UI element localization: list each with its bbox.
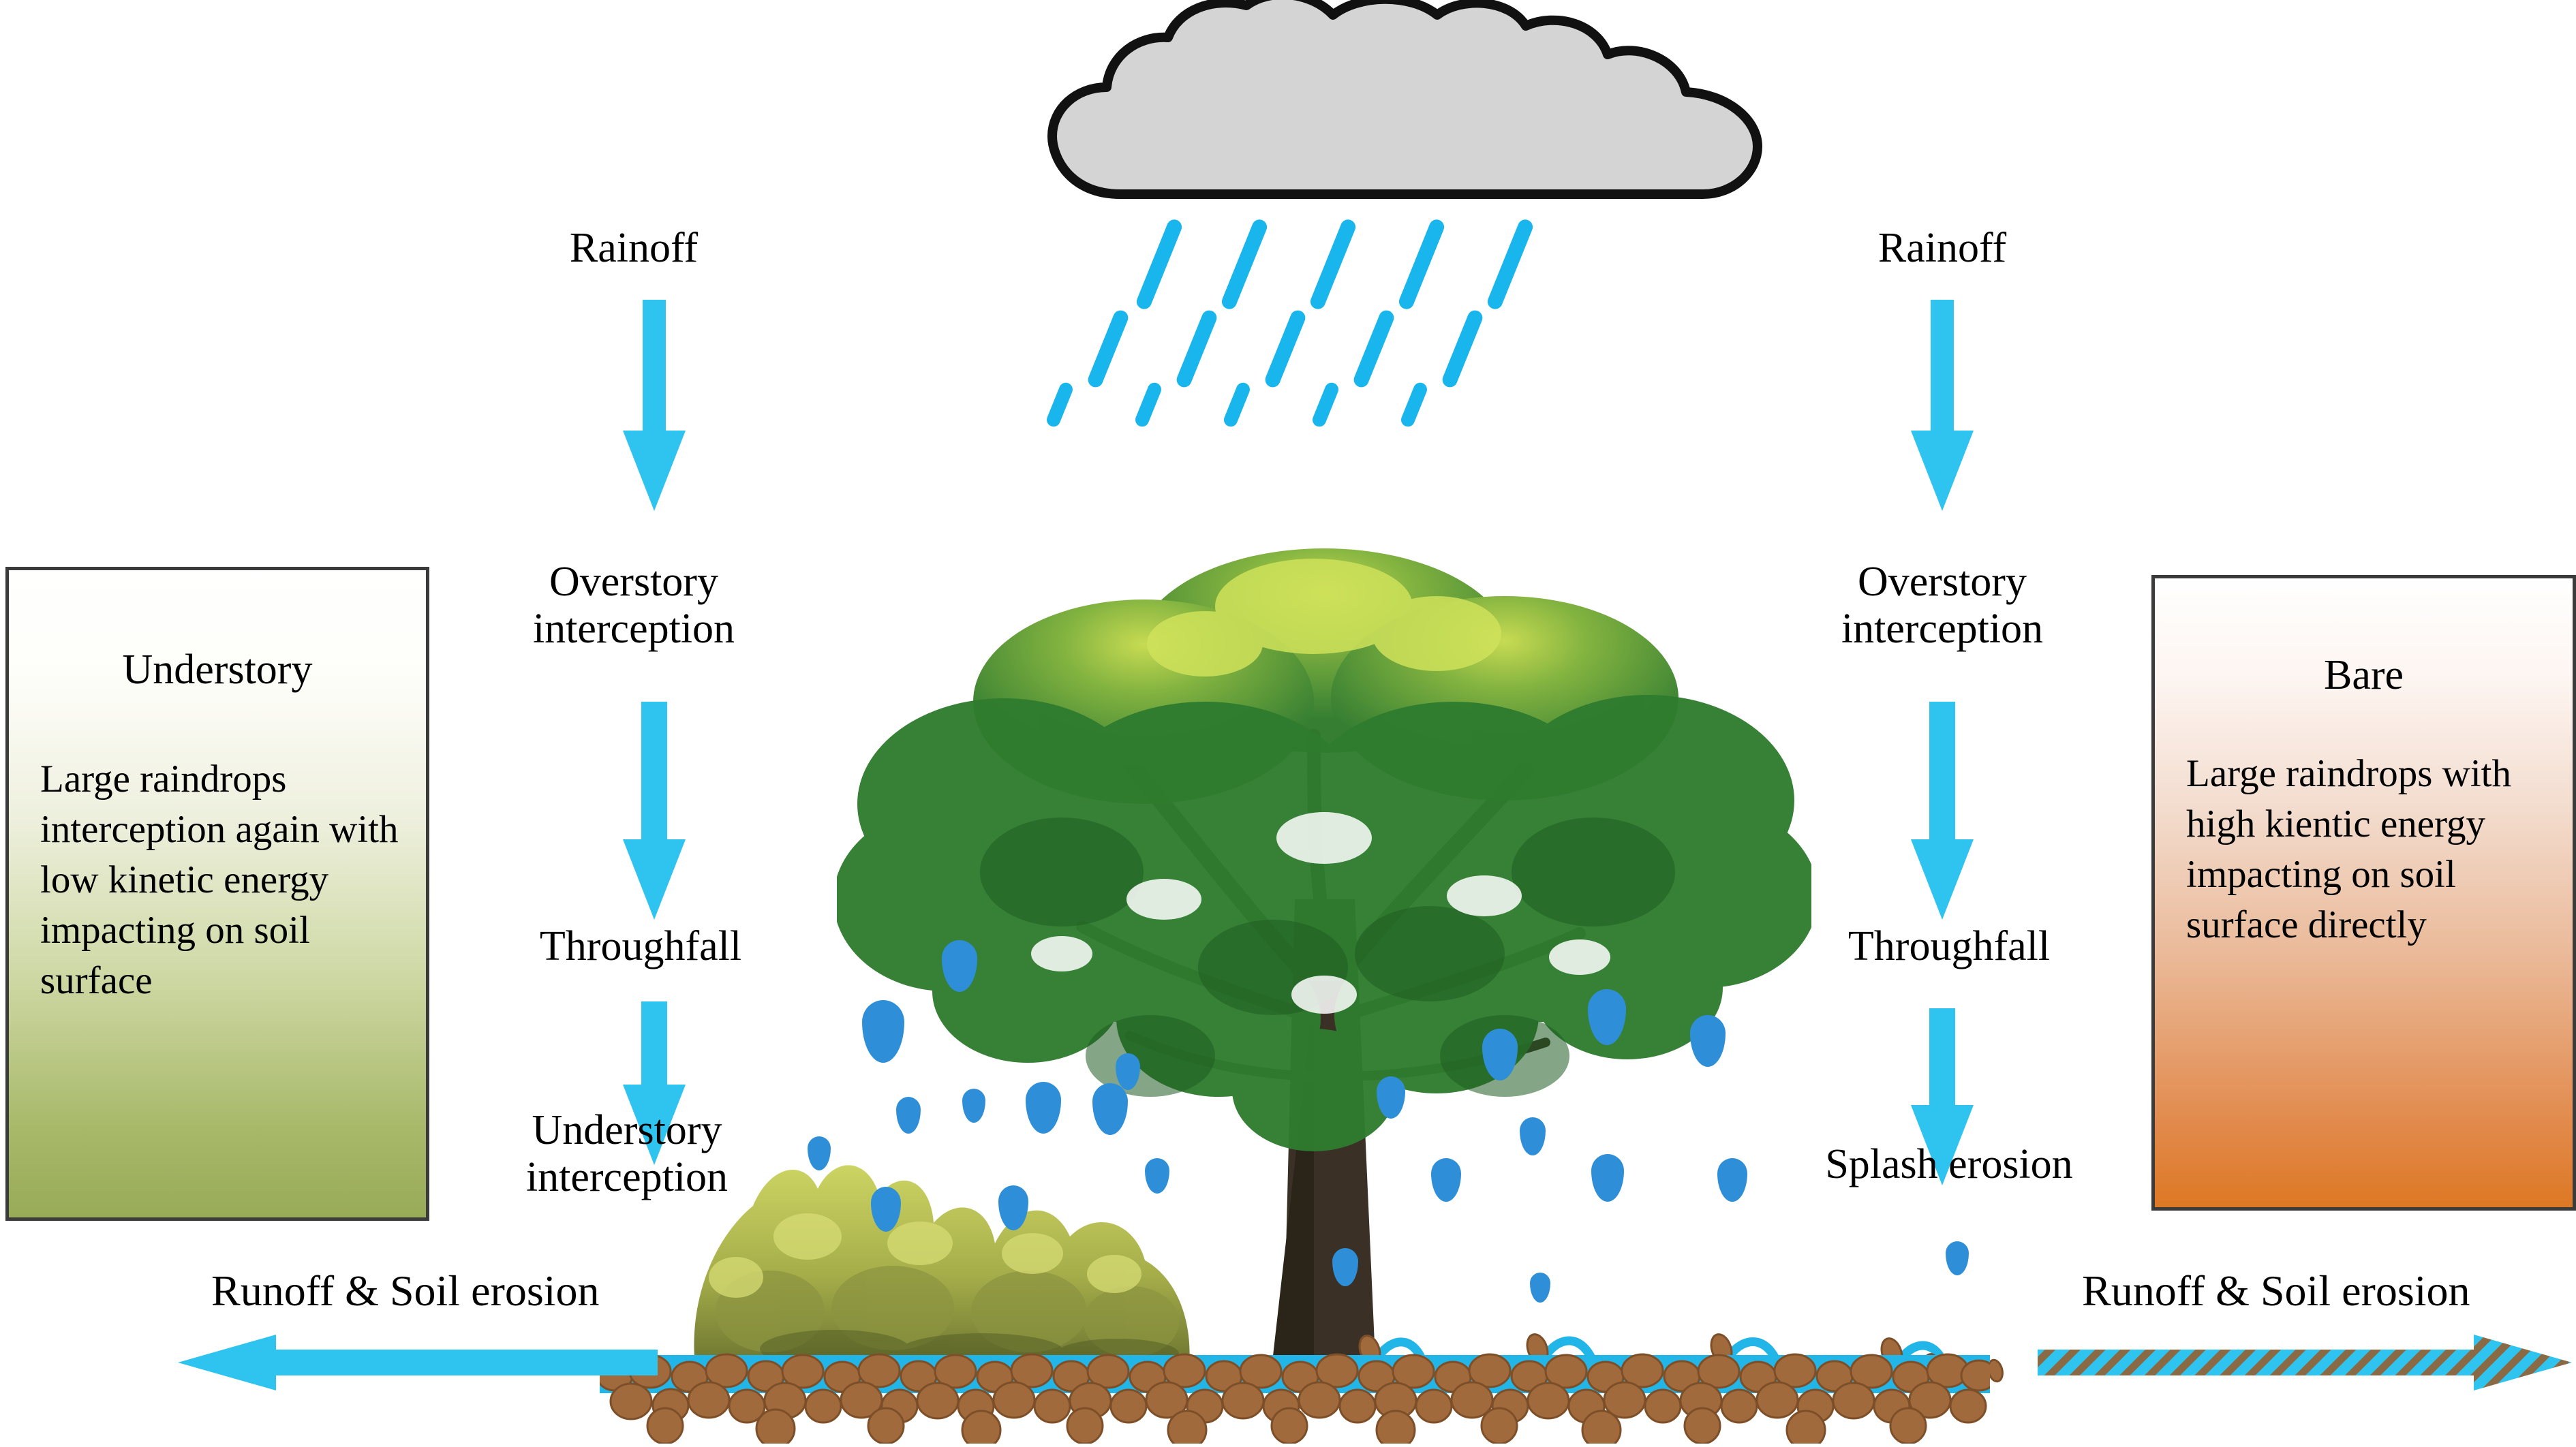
left-step-label-understory-interception: Understory interception	[525, 1107, 729, 1201]
right-arrow-rainoff-to-overstory	[1901, 300, 1983, 511]
rain-streak	[1086, 308, 1131, 390]
rain-streak	[1044, 380, 1075, 429]
right-arrow-overstory-to-throughfall	[1901, 702, 1983, 920]
understory-panel-title: Understory	[122, 647, 313, 693]
rain-cloud-icon	[1039, 0, 1781, 204]
rain-streak	[1440, 308, 1485, 390]
left-arrow-throughfall-to-understory	[613, 1001, 695, 1172]
left-arrow-rainoff-to-overstory	[613, 300, 695, 511]
rain-streak	[1134, 217, 1184, 312]
left-step-label-overstory-interception: Overstory interception	[532, 559, 735, 653]
rain-streak	[1221, 380, 1253, 429]
rain-streak	[1398, 380, 1430, 429]
bare-panel-body: Large raindrops with high kientic energy…	[2186, 752, 2511, 947]
left-step-label-throughfall: Throughfall	[539, 923, 742, 969]
right-step-label-splash-erosion: Splash erosion	[1825, 1141, 2073, 1187]
left-step-label-rainoff: Rainoff	[569, 225, 699, 271]
rain-streak	[1263, 308, 1308, 390]
rain-streak	[1308, 217, 1358, 312]
tree-canopy-image	[833, 518, 1818, 1363]
rain-streak	[1310, 380, 1341, 429]
right-step-label-overstory-interception: Overstory interception	[1841, 559, 2044, 653]
rain-streak	[1174, 308, 1219, 390]
bare-info-panel: Bare Large raindrops with high kientic e…	[2151, 575, 2576, 1211]
bare-panel-title: Bare	[2323, 652, 2404, 698]
right-runoff-arrow	[2038, 1335, 2572, 1390]
understory-info-panel: Understory Large raindrops interception …	[5, 567, 429, 1221]
right-step-label-rainoff: Rainoff	[1877, 225, 2007, 271]
rain-streak	[1351, 308, 1396, 390]
right-step-label-throughfall: Throughfall	[1847, 923, 2051, 969]
rain-streak	[1396, 217, 1447, 312]
water-droplet	[1946, 1241, 1969, 1275]
left-runoff-label: Runoff & Soil erosion	[211, 1266, 600, 1315]
rain-streak	[1485, 217, 1535, 312]
left-runoff-arrow	[178, 1335, 658, 1390]
right-arrow-throughfall-to-splash	[1901, 1008, 1983, 1185]
right-runoff-label: Runoff & Soil erosion	[2082, 1266, 2470, 1315]
left-arrow-overstory-to-throughfall	[613, 702, 695, 920]
soil-surface-layer	[596, 1352, 1998, 1447]
rain-streak	[1133, 380, 1164, 429]
rain-streak	[1219, 217, 1270, 312]
understory-panel-body: Large raindrops interception again with …	[40, 758, 399, 1003]
